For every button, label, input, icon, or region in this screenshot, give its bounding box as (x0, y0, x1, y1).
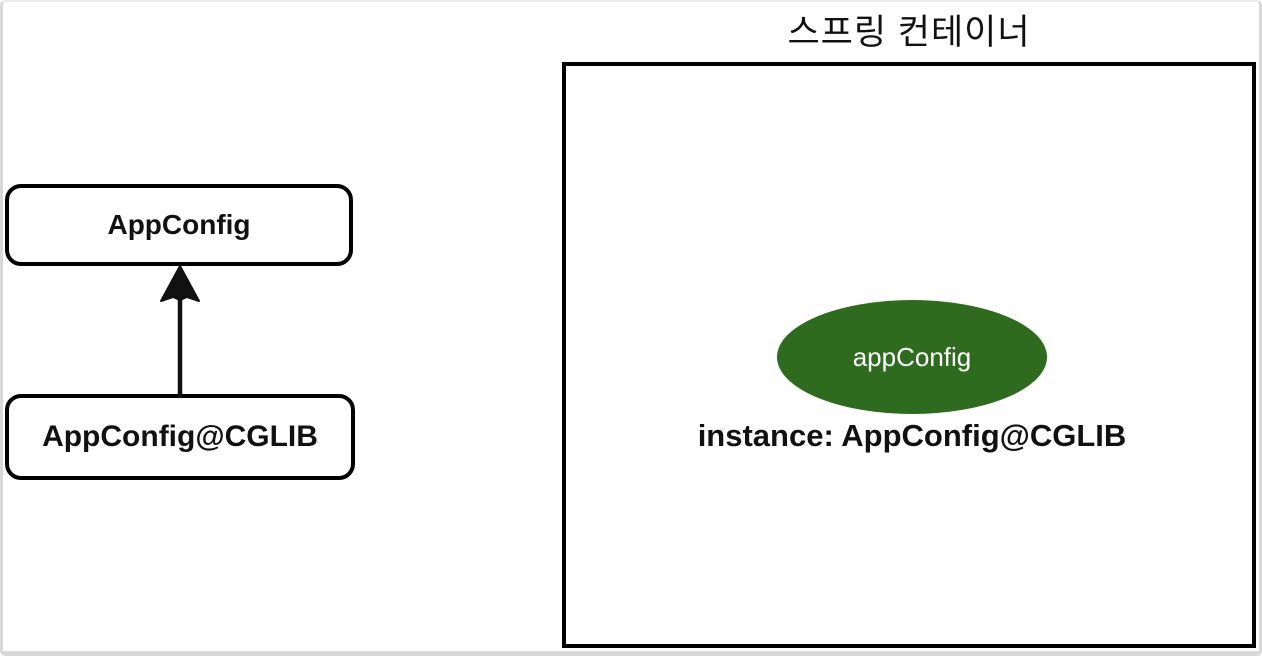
class-box-appconfig-label: AppConfig (107, 209, 251, 240)
class-box-appconfig: AppConfig (5, 184, 353, 266)
spring-container-box (562, 62, 1256, 648)
instance-label: instance: AppConfig@CGLIB (697, 418, 1127, 453)
diagram-title: 스프링 컨테이너 (787, 13, 1031, 52)
inheritance-arrow-icon (160, 265, 200, 398)
bean-name: appConfig (852, 341, 972, 372)
class-box-appconfig-cglib-label: AppConfig@CGLIB (42, 420, 318, 453)
bean-ellipse: appConfig (777, 300, 1047, 414)
class-box-appconfig-cglib: AppConfig@CGLIB (5, 394, 355, 480)
